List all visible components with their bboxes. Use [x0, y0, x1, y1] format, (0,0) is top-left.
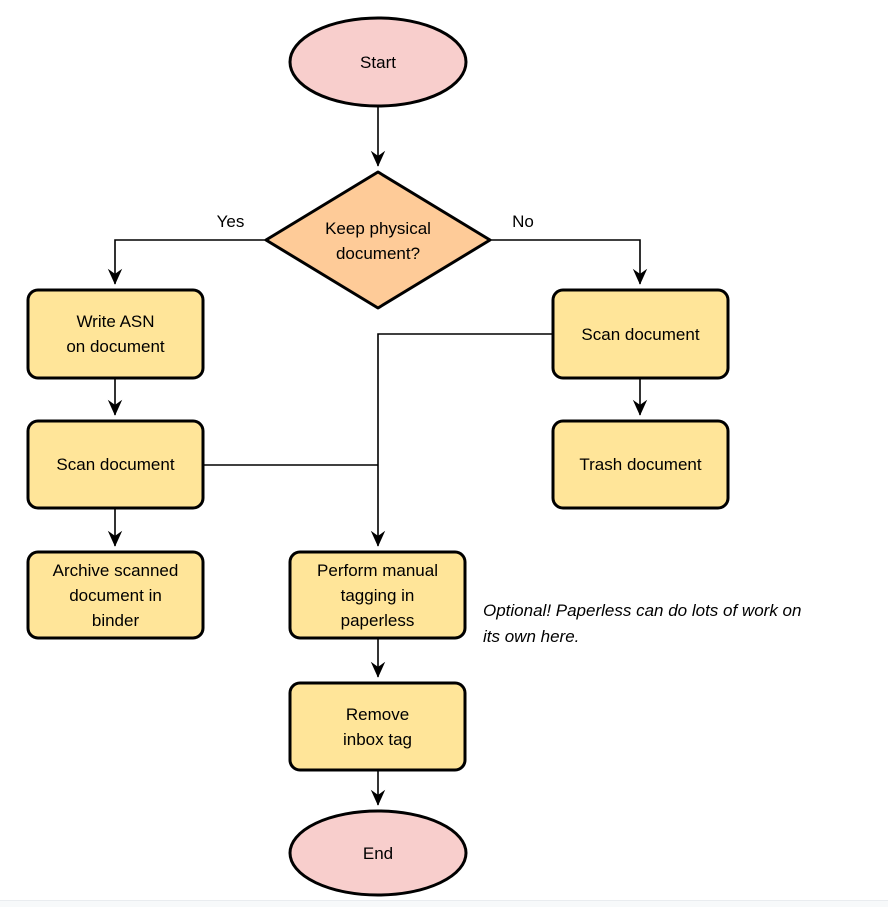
node-scan-right-shape: [551, 288, 730, 380]
node-write-asn-shape: [26, 288, 205, 380]
edge-scan-right-to-tagging: [370, 333, 553, 547]
edge-decision-no-to-scan-right: [490, 239, 648, 285]
bottom-edge-strip: [0, 900, 888, 907]
node-remove-inbox-shape: [288, 681, 467, 772]
node-scan-left-shape: [26, 419, 205, 510]
node-archive-shape: [26, 550, 205, 640]
edge-decision-yes-to-write-asn: [107, 239, 266, 285]
node-decision-shape: [264, 170, 492, 310]
annotation-note: Optional! Paperless can do lots of work …: [483, 601, 802, 646]
node-end-shape: [288, 809, 468, 897]
node-start-shape: [288, 16, 468, 108]
node-tagging-shape: [288, 550, 467, 640]
node-trash-shape: [551, 419, 730, 510]
